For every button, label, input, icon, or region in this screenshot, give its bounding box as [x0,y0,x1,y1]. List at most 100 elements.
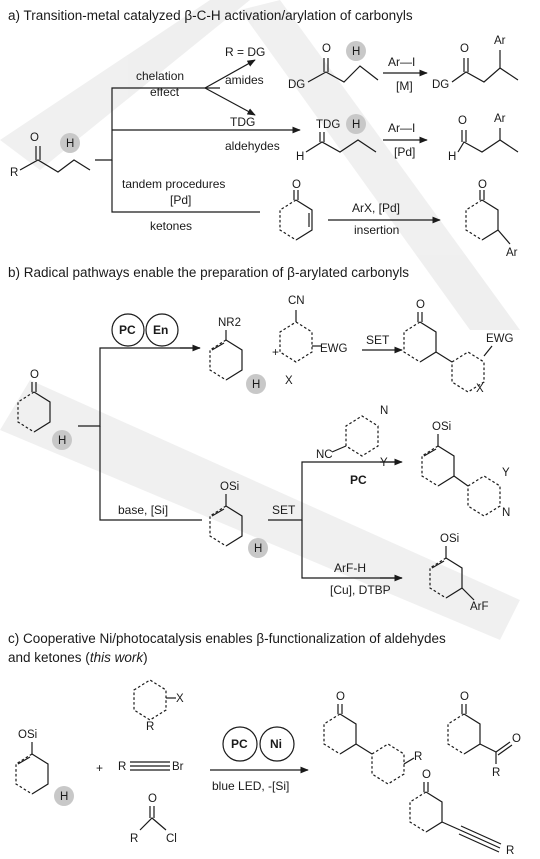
alkynyl-bromide: R Br [118,761,184,773]
amide-dg-substrate: DG O H [288,41,379,91]
atom-osi: OSi [220,481,239,493]
section-c: c) Cooperative Ni/photocatalysis enables… [8,631,521,857]
label-tandem: tandem procedures [122,177,225,191]
atom-o: O [322,43,331,55]
atom-o: O [30,369,39,381]
label-pd: [Pd] [170,193,191,207]
atom-br: Br [172,761,184,773]
label-arx-pd: ArX, [Pd] [352,201,400,215]
atom-o: O [292,179,301,191]
atom-ar: Ar [506,247,518,259]
silyl-enol-ether-c: OSi H [15,729,74,806]
photocatalyst-enamine-badge: PC En [111,313,179,347]
silyl-enol-ether: OSi H [209,481,268,558]
label-aldehydes: aldehydes [225,139,280,153]
atom-y: Y [502,467,510,479]
section-b: b) Radical pathways enable the preparati… [8,265,514,613]
label-ketones: ketones [150,219,192,233]
atom-n: N [380,405,388,417]
label-r-eq-dg: R = DG [225,45,265,59]
atom-cn: CN [288,295,305,307]
aldehyde-tdg-substrate: TDG H H [296,114,377,163]
atom-o: O [460,691,469,703]
atom-n: N [502,507,510,519]
atom-o: O [30,132,39,144]
atom-y: Y [380,457,388,469]
label-pd-cat: [Pd] [394,145,415,159]
cyanopyridine: NC N Y [316,405,388,469]
atom-o: O [422,769,431,781]
amide-arylated-product: DG O Ar [432,35,519,91]
atom-h: H [448,151,456,163]
h-highlight-circle [60,133,80,153]
photo-nickel-badge: PC Ni [222,726,295,762]
label-en: En [153,323,168,337]
label-amides: amides [225,73,264,87]
enamine: NR2 H [209,317,266,394]
label-ar-i-1: Ar—I [388,55,415,69]
atom-r: R [118,761,126,773]
atom-cl: Cl [166,833,177,845]
atom-ar: Ar [494,35,506,47]
atom-r: R [492,767,500,779]
label-tdg: TDG [230,115,255,129]
label-pc-bold: PC [350,473,367,487]
atom-o: O [416,299,425,311]
atom-o: O [458,115,467,127]
atom-o: O [478,179,487,191]
label-set: SET [366,333,390,347]
atom-osi: OSi [440,533,459,545]
label-base-si: base, [Si] [118,503,168,517]
label-arf-h: ArF-H [334,561,366,575]
beta-aryl-ketone-product-a: O Ar [465,179,518,259]
label-chelation: chelation [136,69,184,83]
atom-osi: OSi [18,729,37,741]
atom-h: H [60,791,68,803]
beta-aryl-ketone-product-c: O R [323,691,422,785]
label-insertion: insertion [354,223,399,237]
atom-r: R [146,721,154,733]
atom-h: H [254,543,262,555]
beta-acyl-ketone-product: O O R [447,691,521,779]
label-ni: Ni [270,737,282,751]
atom-h: H [296,151,304,163]
label-pc: PC [119,323,136,337]
atom-x: X [476,383,484,395]
section-a-title: a) Transition-metal catalyzed β-C-H acti… [8,8,413,23]
atom-ewg: EWG [320,343,348,355]
label-m-cat: [M] [396,79,413,93]
section-a: a) Transition-metal catalyzed β-C-H acti… [8,8,519,259]
atom-nc: NC [316,449,333,461]
beta-alkynyl-ketone-product: O R [409,769,514,857]
substrate-a: H O R [10,132,91,179]
plus-sign: + [272,345,279,359]
atom-dg: DG [288,79,305,91]
atom-o: O [148,793,157,805]
atom-arf: ArF [470,601,489,613]
atom-r: R [414,751,422,763]
acyl-chloride: O R Cl [130,793,177,845]
aldehyde-arylated-product: H O Ar [448,113,519,163]
aryl-halide: X R [133,679,184,733]
atom-nr2: NR2 [218,317,241,329]
atom-o: O [512,733,521,745]
pyridyl-product: OSi Y N [421,421,510,519]
atom-tdg: TDG [316,119,340,131]
arf-product: OSi ArF [429,533,489,613]
label-conditions: blue LED, -[Si] [212,779,289,793]
atom-h: H [58,435,66,447]
plus-sign: + [96,761,103,775]
label-set-2: SET [272,503,296,517]
label-cu-dtbp: [Cu], DTBP [330,583,391,597]
atom-x: X [176,693,184,705]
label-pc: PC [231,737,248,751]
atom-dg: DG [432,79,449,91]
cyclohexanone-substrate: O H [17,369,72,450]
atom-r: R [506,845,514,857]
beta-aryl-ketone-product-b: O EWG X [403,299,514,395]
atom-h: H [352,119,360,131]
atom-ewg: EWG [486,333,514,345]
atom-h: H [252,379,260,391]
cyclohexenone: O [279,179,313,241]
atom-h: H [352,46,360,58]
